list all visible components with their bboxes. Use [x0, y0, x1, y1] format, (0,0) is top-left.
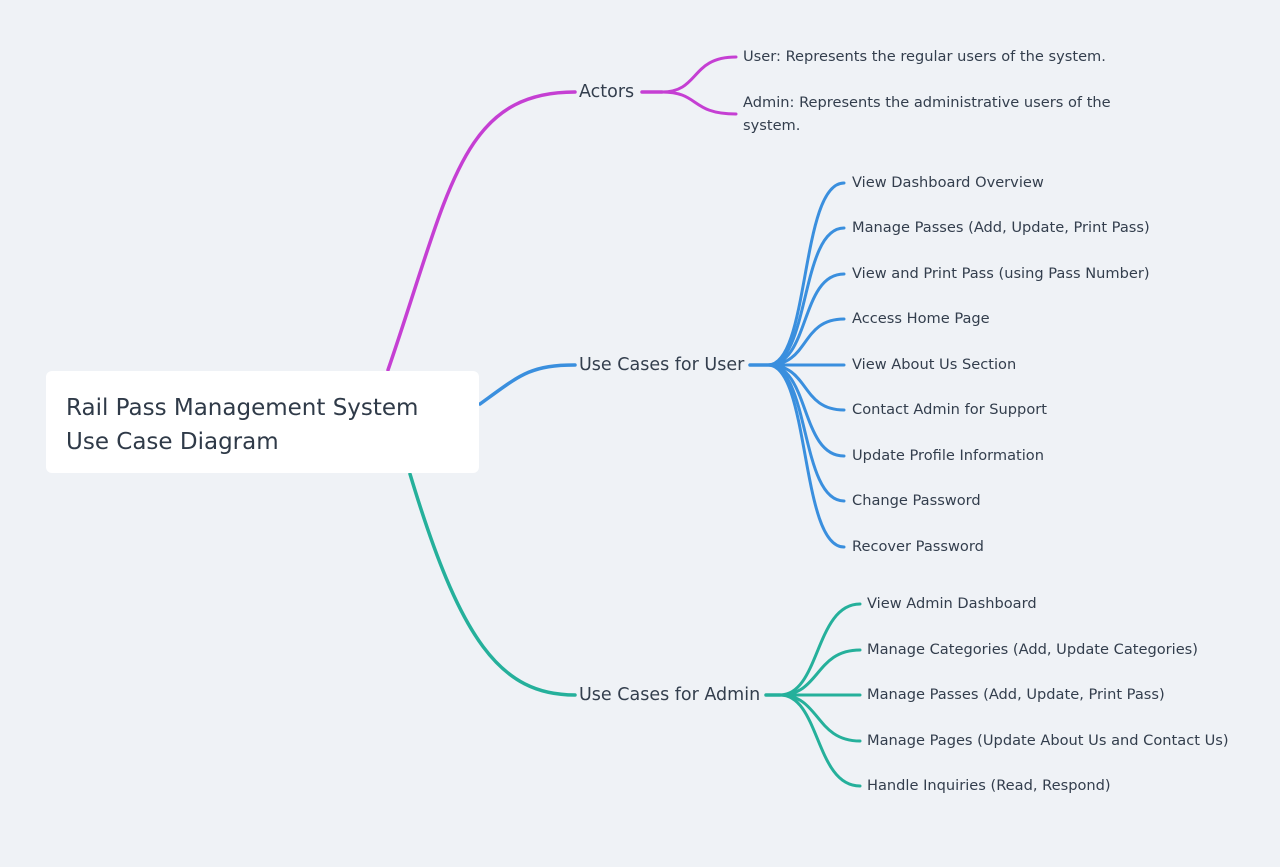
root-title: Rail Pass Management System Use Case Dia… [66, 395, 419, 455]
user-leaf[interactable]: View About Us Section [852, 356, 1017, 373]
connector-root-admin [408, 472, 577, 697]
user-leaf-connectors [766, 181, 846, 549]
user-leaf[interactable]: Contact Admin for Support [852, 401, 1047, 418]
branch-actors-label[interactable]: Actors [579, 82, 635, 102]
admin-leaf[interactable]: View Admin Dashboard [867, 595, 1037, 612]
user-leaf[interactable]: Recover Password [852, 538, 984, 555]
user-leaf[interactable]: Access Home Page [852, 310, 990, 327]
connector-root-actors [386, 90, 577, 372]
user-leaf[interactable]: View Dashboard Overview [852, 174, 1044, 191]
admin-leaf[interactable]: Handle Inquiries (Read, Respond) [867, 777, 1111, 794]
actor-leaf-user[interactable]: User: Represents the regular users of th… [743, 48, 1106, 65]
actor-leaf-admin[interactable]: Admin: Represents the administrative use… [743, 94, 1111, 134]
admin-leaf[interactable]: Manage Passes (Add, Update, Print Pass) [867, 686, 1165, 703]
user-leaf[interactable]: Update Profile Information [852, 447, 1044, 464]
connector-root-user [478, 363, 577, 406]
admin-leaf[interactable]: Manage Categories (Add, Update Categorie… [867, 641, 1198, 658]
user-leaf[interactable]: View and Print Pass (using Pass Number) [852, 265, 1150, 282]
branch-user-label[interactable]: Use Cases for User [579, 355, 745, 375]
user-leaf[interactable]: Manage Passes (Add, Update, Print Pass) [852, 219, 1150, 236]
branch-admin-label[interactable]: Use Cases for Admin [579, 685, 761, 705]
user-leaf[interactable]: Change Password [852, 492, 981, 509]
admin-leaf-connectors [778, 602, 862, 788]
root-node[interactable]: Rail Pass Management System Use Case Dia… [46, 371, 479, 473]
actors-leaf-connectors [660, 55, 738, 116]
admin-leaf[interactable]: Manage Pages (Update About Us and Contac… [867, 732, 1229, 749]
